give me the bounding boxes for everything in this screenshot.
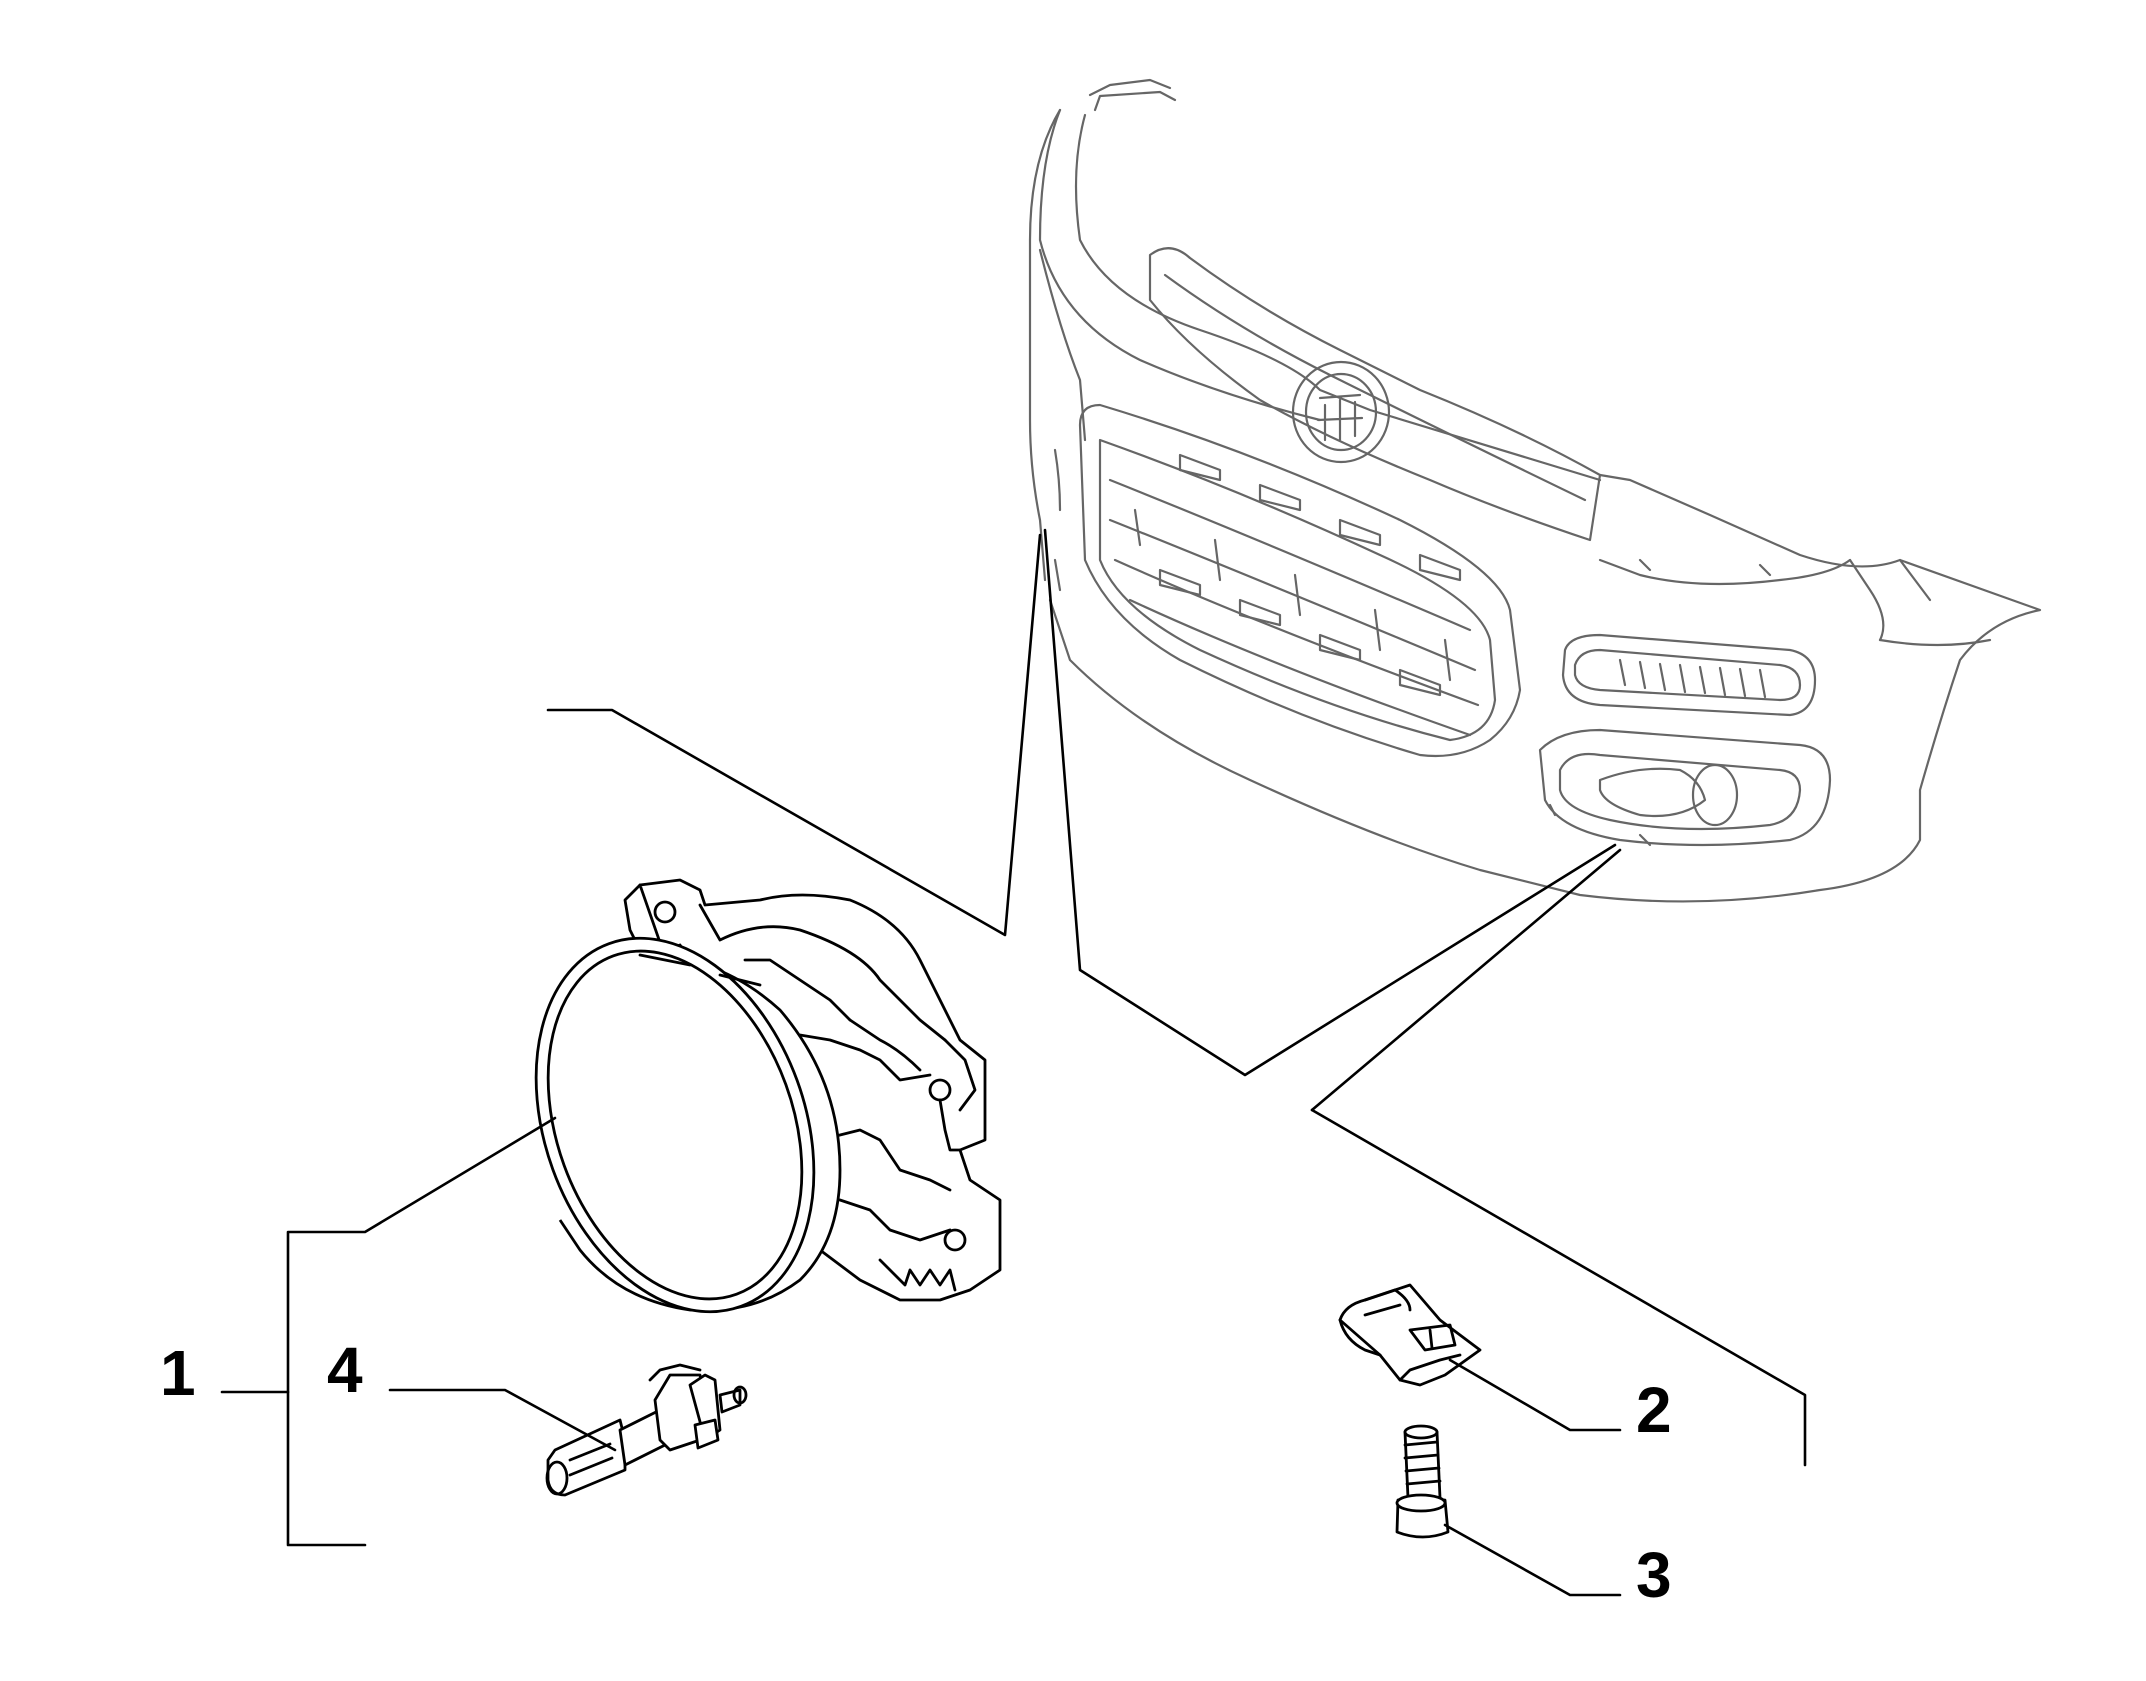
screw-icon [1395,1424,1450,1539]
callout-1: 1 [160,1337,196,1409]
leader-part-2-mount [1310,848,1622,1112]
leader-part-2 [1448,1358,1622,1432]
bulb-holder-icon [545,1363,748,1497]
front-bumper-icon [1028,78,2042,903]
leader-bumper-right [1043,528,1617,1077]
callout-2: 2 [1636,1374,1672,1446]
leader-part-4 [388,1388,617,1452]
fog-lamp-icon [534,878,1002,1314]
spring-clip-nut-icon [1338,1283,1482,1387]
leader-part-1-bracket [286,1116,557,1547]
callout-4: 4 [327,1334,363,1406]
leader-mount-to-clip [1310,1108,1807,1467]
leader-bumper-left [546,533,1042,937]
callout-3: 3 [1636,1539,1672,1611]
leader-part-3 [1443,1523,1622,1597]
leader-lines [220,528,1807,1597]
